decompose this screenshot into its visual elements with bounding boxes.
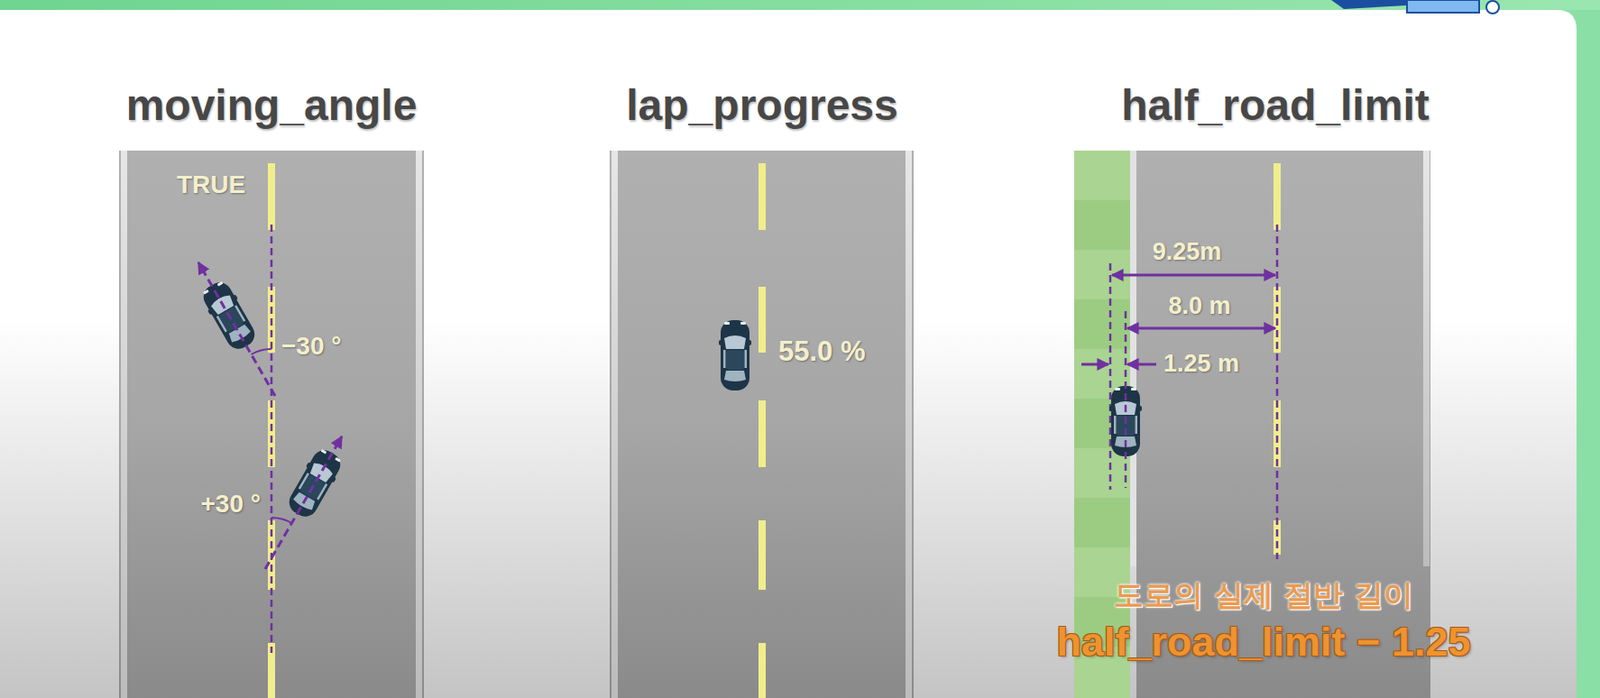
- formula-text: half_road_limit − 1.25: [1057, 617, 1472, 667]
- panel-heading: half_road_limit: [1097, 79, 1454, 132]
- corner-icon: [1331, 0, 1499, 14]
- angle-label: −30 °: [281, 331, 341, 362]
- road-panel: moving_angle: [119, 79, 425, 698]
- panel-heading: moving_angle: [119, 79, 425, 132]
- state-label: TRUE: [176, 169, 246, 201]
- progress-label: 55.0 %: [778, 334, 866, 368]
- dimension-label: 1.25 m: [1163, 349, 1240, 378]
- angle-label: +30 °: [201, 488, 261, 520]
- road-panel: lap_progress: [610, 79, 915, 698]
- road-lap-progress: [609, 150, 914, 698]
- road-moving-angle: [119, 150, 424, 698]
- top-strip: [0, 0, 1600, 10]
- panel-heading: lap_progress: [610, 79, 915, 132]
- road-half-road-limit: [1074, 150, 1431, 698]
- card: [0, 9, 1577, 698]
- note-text: 도로의 실제 절반 길이: [1113, 577, 1413, 614]
- dimension-label: 9.25m: [1152, 237, 1223, 267]
- dimension-label: 8.0 m: [1167, 291, 1231, 321]
